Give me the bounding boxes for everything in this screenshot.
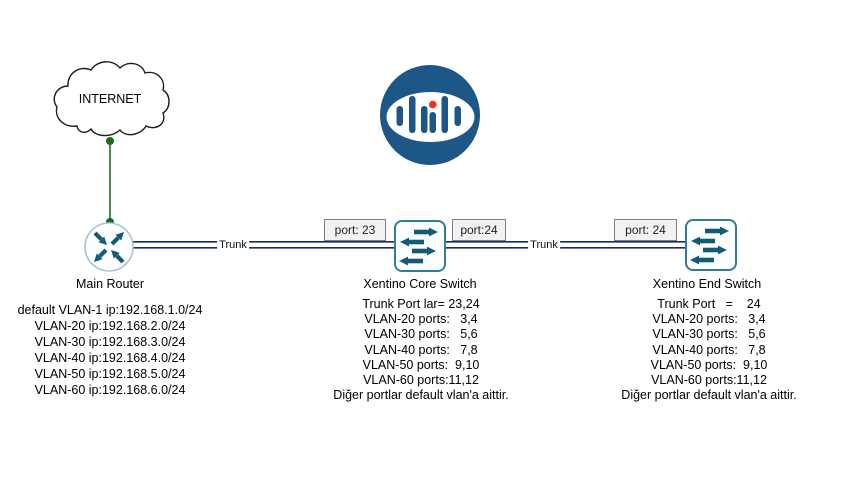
arrow-head xyxy=(429,227,438,237)
arrow-shaft xyxy=(115,254,125,264)
info-line: VLAN-50 ip:192.168.5.0/24 xyxy=(34,367,186,381)
info-line: Diğer portlar default vlan'a aittir. xyxy=(621,388,797,403)
router-vlan-info: default VLAN-1 ip:192.168.1.0/24 VLAN-20… xyxy=(18,302,203,398)
info-line: VLAN-50 ports: 9,10 xyxy=(650,357,768,372)
arrow-head xyxy=(399,256,408,266)
info-line: VLAN-30 ports: 5,6 xyxy=(364,327,478,342)
info-line: Diğer portlar default vlan'a aittir. xyxy=(333,388,509,403)
logo-bar xyxy=(441,96,448,133)
info-line: VLAN-30 ports: 5,6 xyxy=(652,327,766,342)
arrow-head xyxy=(98,236,107,245)
info-line: default VLAN-1 ip:192.168.1.0/24 xyxy=(17,303,203,317)
router-core-trunk-link[interactable] xyxy=(133,240,394,249)
router-label: Main Router xyxy=(75,277,145,291)
xentino-logo xyxy=(380,65,480,165)
info-line: VLAN-30 ip:192.168.3.0/24 xyxy=(34,335,186,349)
cloud-shape[interactable] xyxy=(53,61,170,137)
internet-cloud-icon[interactable] xyxy=(53,61,170,137)
logo-bar xyxy=(429,112,436,133)
info-line: VLAN-60 ports:11,12 xyxy=(363,373,479,388)
internet-cloud-label: INTERNET xyxy=(78,92,142,106)
arrow-head xyxy=(400,237,409,247)
end-switch-vlan-info: Trunk Port = 24 VLAN-20 ports: 3,4 VLAN-… xyxy=(621,297,796,403)
arrow-shaft xyxy=(110,236,120,246)
info-line: VLAN-40 ip:192.168.4.0/24 xyxy=(34,351,186,365)
arrow-shaft xyxy=(98,248,108,258)
info-line: Trunk Port = 24 xyxy=(657,297,761,311)
info-line: VLAN-20 ip:192.168.2.0/24 xyxy=(34,319,186,333)
arrow-head xyxy=(94,253,103,262)
logo-bar xyxy=(454,106,461,126)
logo-bar xyxy=(409,96,416,133)
logo-red-dot xyxy=(429,100,437,109)
switch-body[interactable] xyxy=(685,219,737,271)
switch-body[interactable] xyxy=(394,220,446,272)
router-body[interactable] xyxy=(84,222,134,272)
info-line: Trunk Port lar= 23,24 xyxy=(362,297,480,311)
core-end-trunk-link[interactable] xyxy=(446,240,685,249)
core-switch-icon[interactable] xyxy=(394,220,446,272)
logo-bar xyxy=(396,106,403,126)
arrow-head xyxy=(115,232,124,241)
arrow-head xyxy=(718,245,727,255)
internet-router-link[interactable] xyxy=(106,137,114,226)
arrow-head xyxy=(691,236,700,246)
info-line: VLAN-40 ports: 7,8 xyxy=(364,342,478,357)
port-label-core-right: port:24 xyxy=(452,219,506,241)
port-label-end-left: port: 24 xyxy=(614,219,677,241)
arrow-head xyxy=(427,246,436,256)
info-line: VLAN-60 ports:11,12 xyxy=(651,373,767,388)
logo-bar xyxy=(421,106,428,133)
trunk-label-router-core: Trunk xyxy=(217,239,249,252)
arrow-head xyxy=(690,255,699,265)
switch-arrows xyxy=(399,227,438,266)
arrow-shaft xyxy=(93,231,103,241)
info-line: VLAN-40 ports: 7,8 xyxy=(652,342,766,357)
core-switch-vlan-info: Trunk Port lar= 23,24 VLAN-20 ports: 3,4… xyxy=(333,297,508,403)
port-label-core-left: port: 23 xyxy=(324,219,386,241)
info-line: VLAN-60 ip:192.168.6.0/24 xyxy=(34,383,186,397)
arrow-head xyxy=(720,226,729,236)
link-endpoint-dot xyxy=(106,137,114,145)
trunk-label-core-end: Trunk xyxy=(528,239,560,252)
core-switch-label: Xentino Core Switch xyxy=(363,277,477,291)
switch-arrows xyxy=(690,226,729,265)
info-line: VLAN-50 ports: 9,10 xyxy=(362,357,480,372)
end-switch-icon[interactable] xyxy=(685,219,737,271)
end-switch-label: Xentino End Switch xyxy=(652,277,762,291)
arrow-head xyxy=(111,250,120,259)
router-arrows xyxy=(93,231,125,264)
info-line: VLAN-20 ports: 3,4 xyxy=(652,312,766,327)
logo-bars xyxy=(396,96,461,133)
info-line: VLAN-20 ports: 3,4 xyxy=(364,312,478,327)
router-icon[interactable] xyxy=(84,222,134,272)
